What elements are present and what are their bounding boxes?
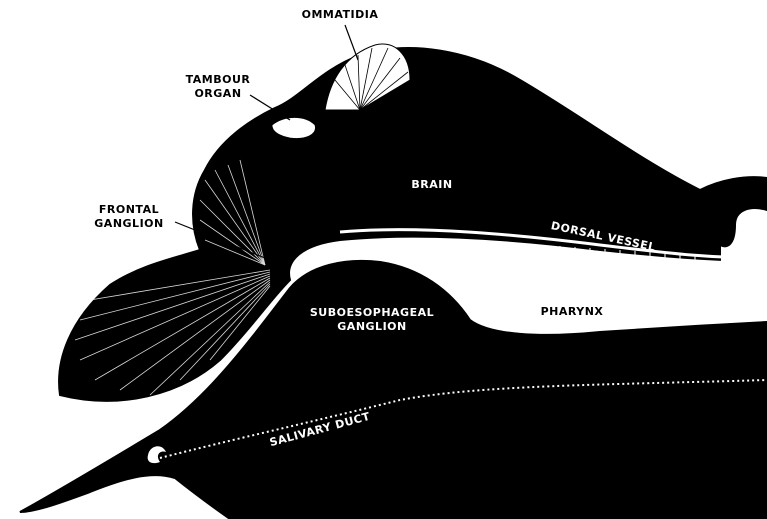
label-frontal-line2: GANGLION xyxy=(94,217,163,230)
label-ommatidia: OMMATIDIA xyxy=(302,8,379,21)
label-subesophageal-line1: SUBOESOPHAGEAL xyxy=(310,306,434,319)
label-tambour-line1: TAMBOUR xyxy=(186,73,251,86)
label-pharynx: PHARYNX xyxy=(541,305,604,318)
label-subesophageal-line2: GANGLION xyxy=(337,320,406,333)
label-brain: BRAIN xyxy=(411,178,452,191)
label-tambour-line2: ORGAN xyxy=(194,87,241,100)
label-frontal-line1: FRONTAL xyxy=(99,203,159,216)
